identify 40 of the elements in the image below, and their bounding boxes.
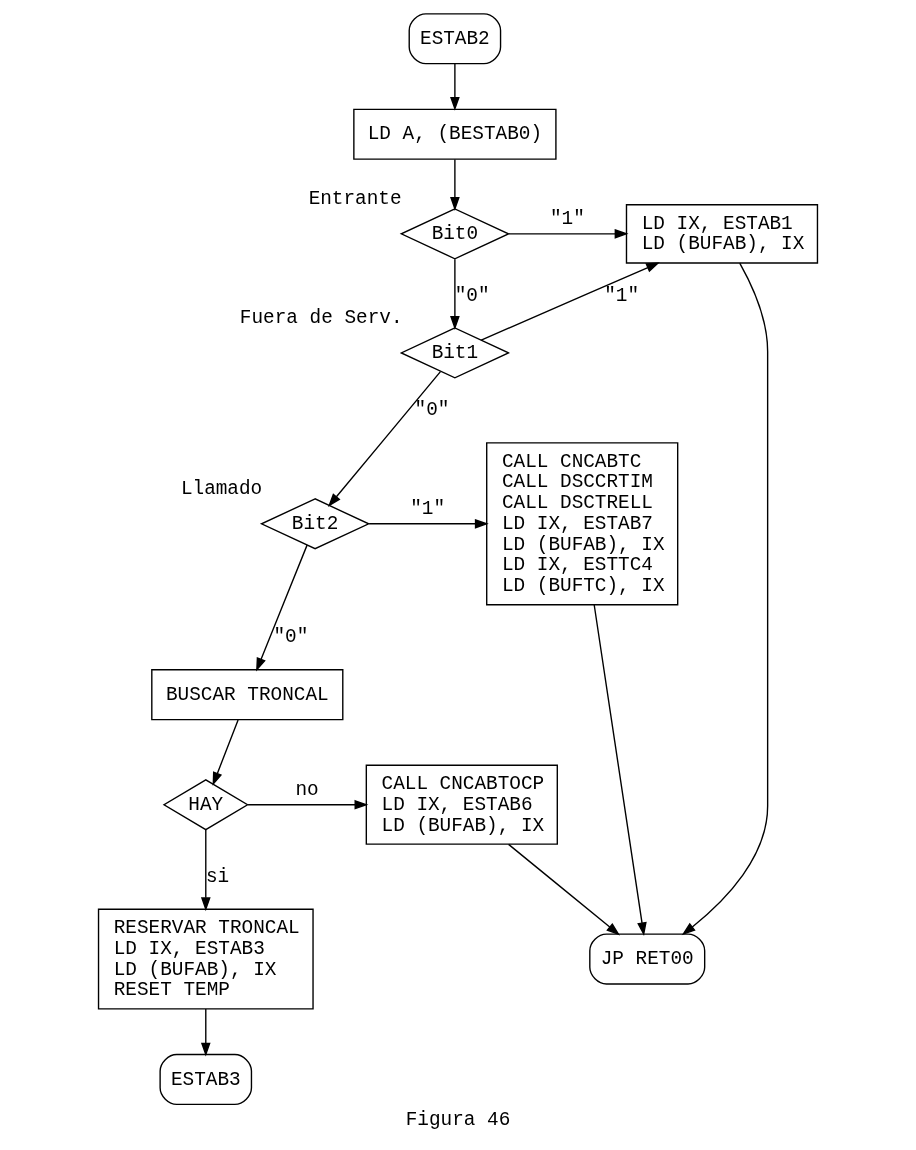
arrow — [368, 518, 489, 529]
node-box: CALL CNCABTOCP LD IX, ESTAB6 LD (BUFAB), IX — [365, 764, 558, 845]
arrow — [450, 158, 460, 211]
node-box: ESTAB3 — [159, 1053, 253, 1106]
node-box: LD IX, ESTAB1 LD (BUFAB), IX — [625, 204, 819, 264]
node-diamond: Bit0 — [399, 208, 511, 260]
arrow — [681, 262, 769, 936]
arrow — [200, 1008, 211, 1057]
edge-label: "0" — [273, 626, 309, 649]
edge-label: "1" — [410, 498, 446, 521]
caption: Figura 46 — [405, 1109, 511, 1132]
node-box: RESERVAR TRONCAL LD IX, ESTAB3 LD (BUFAB), IX RESET TEMP — [97, 908, 314, 1010]
arrow — [507, 843, 621, 936]
arrow — [212, 719, 239, 786]
arrow — [247, 799, 369, 810]
node-box: CALL CNCABTC CALL DSCCRTIM CALL DSCTRELL LD IX, ESTAB7 LD (BUFAB), IX LD IX, ESTTC4 LD (BUFTC), IX — [486, 442, 679, 606]
node-diamond: Bit1 — [399, 327, 511, 379]
edge-label: "0" — [454, 284, 490, 307]
arrow — [450, 63, 460, 111]
arrow — [593, 604, 647, 937]
node-diamond: Bit2 — [259, 498, 371, 550]
node-label: Fuera de Serv. — [239, 306, 403, 329]
node-diamond: HAY — [162, 779, 249, 831]
arrow — [200, 829, 211, 912]
arrow — [256, 544, 308, 672]
node-label: Entrante — [308, 187, 402, 210]
node-box: BUSCAR TRONCAL — [151, 669, 344, 721]
node-label: Llamado — [180, 477, 263, 500]
node-box: LD A, (BESTAB0) — [353, 108, 557, 160]
arrow — [508, 229, 629, 239]
edge-label: no — [295, 779, 319, 802]
node-box: ESTAB2 — [408, 13, 502, 65]
arrow — [450, 258, 460, 330]
arrow — [327, 370, 442, 507]
edge-label: "0" — [414, 399, 450, 422]
edge-label: "1" — [604, 284, 640, 307]
arrow — [480, 262, 660, 341]
node-box: JP RET00 — [589, 933, 706, 985]
edge-label: si — [205, 865, 230, 888]
edge-label: "1" — [549, 208, 585, 231]
